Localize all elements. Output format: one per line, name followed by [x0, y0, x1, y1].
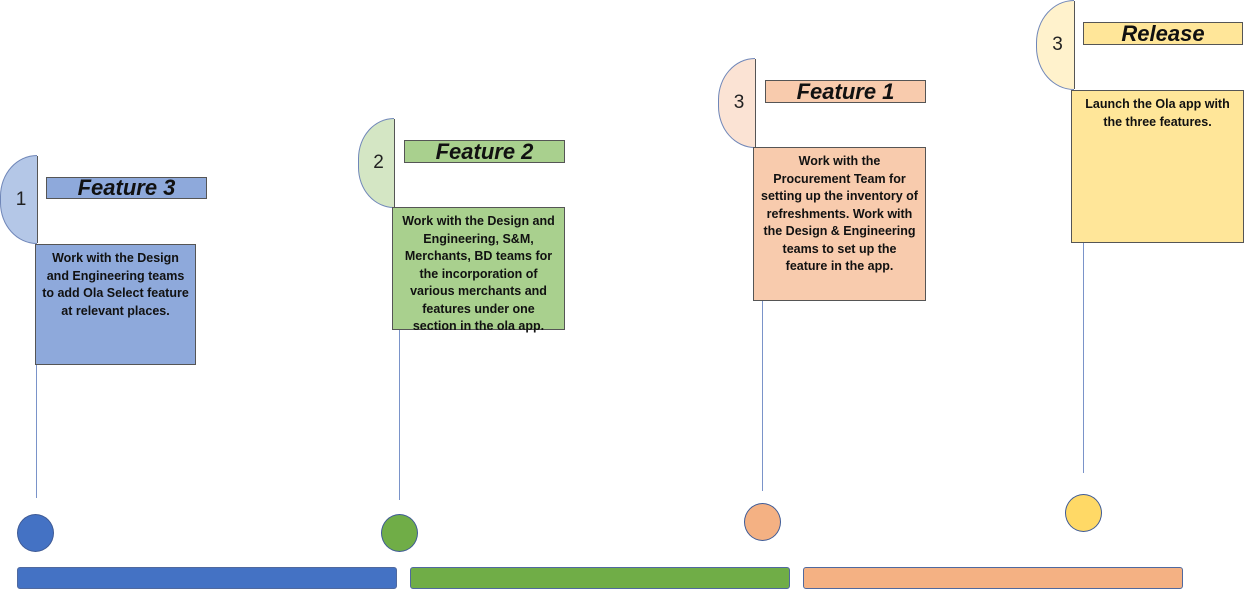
milestone-2-description: Work with the Design and Engineering, S&… [392, 207, 565, 333]
phase-3-bar [803, 567, 1183, 589]
milestone-3-dot [744, 503, 781, 541]
milestone-2-number-tab: 2 [358, 118, 395, 208]
milestone-1-title: Feature 3 [46, 177, 207, 199]
milestone-4-title: Release [1083, 22, 1243, 45]
milestone-2-stem [399, 330, 400, 500]
phase-2-bar [410, 567, 790, 589]
milestone-3-description: Work with the Procurement Team for setti… [753, 147, 926, 301]
milestone-1-stem [36, 365, 37, 498]
milestone-3-number-tab: 3 [718, 58, 756, 148]
milestone-3-title: Feature 1 [765, 80, 926, 103]
milestone-2-dot [381, 514, 418, 552]
phase-1-bar [17, 567, 397, 589]
milestone-4-stem [1083, 243, 1084, 473]
milestone-4-description: Launch the Ola app with the three featur… [1071, 90, 1244, 243]
milestone-2-title: Feature 2 [404, 140, 565, 163]
milestone-1-description: Work with the Design and Engineering tea… [35, 244, 196, 365]
milestone-3-stem [762, 301, 763, 491]
milestone-1-number-tab: 1 [0, 155, 38, 244]
milestone-1-dot [17, 514, 54, 552]
milestone-4-number-tab: 3 [1036, 0, 1075, 90]
milestone-4-dot [1065, 494, 1102, 532]
